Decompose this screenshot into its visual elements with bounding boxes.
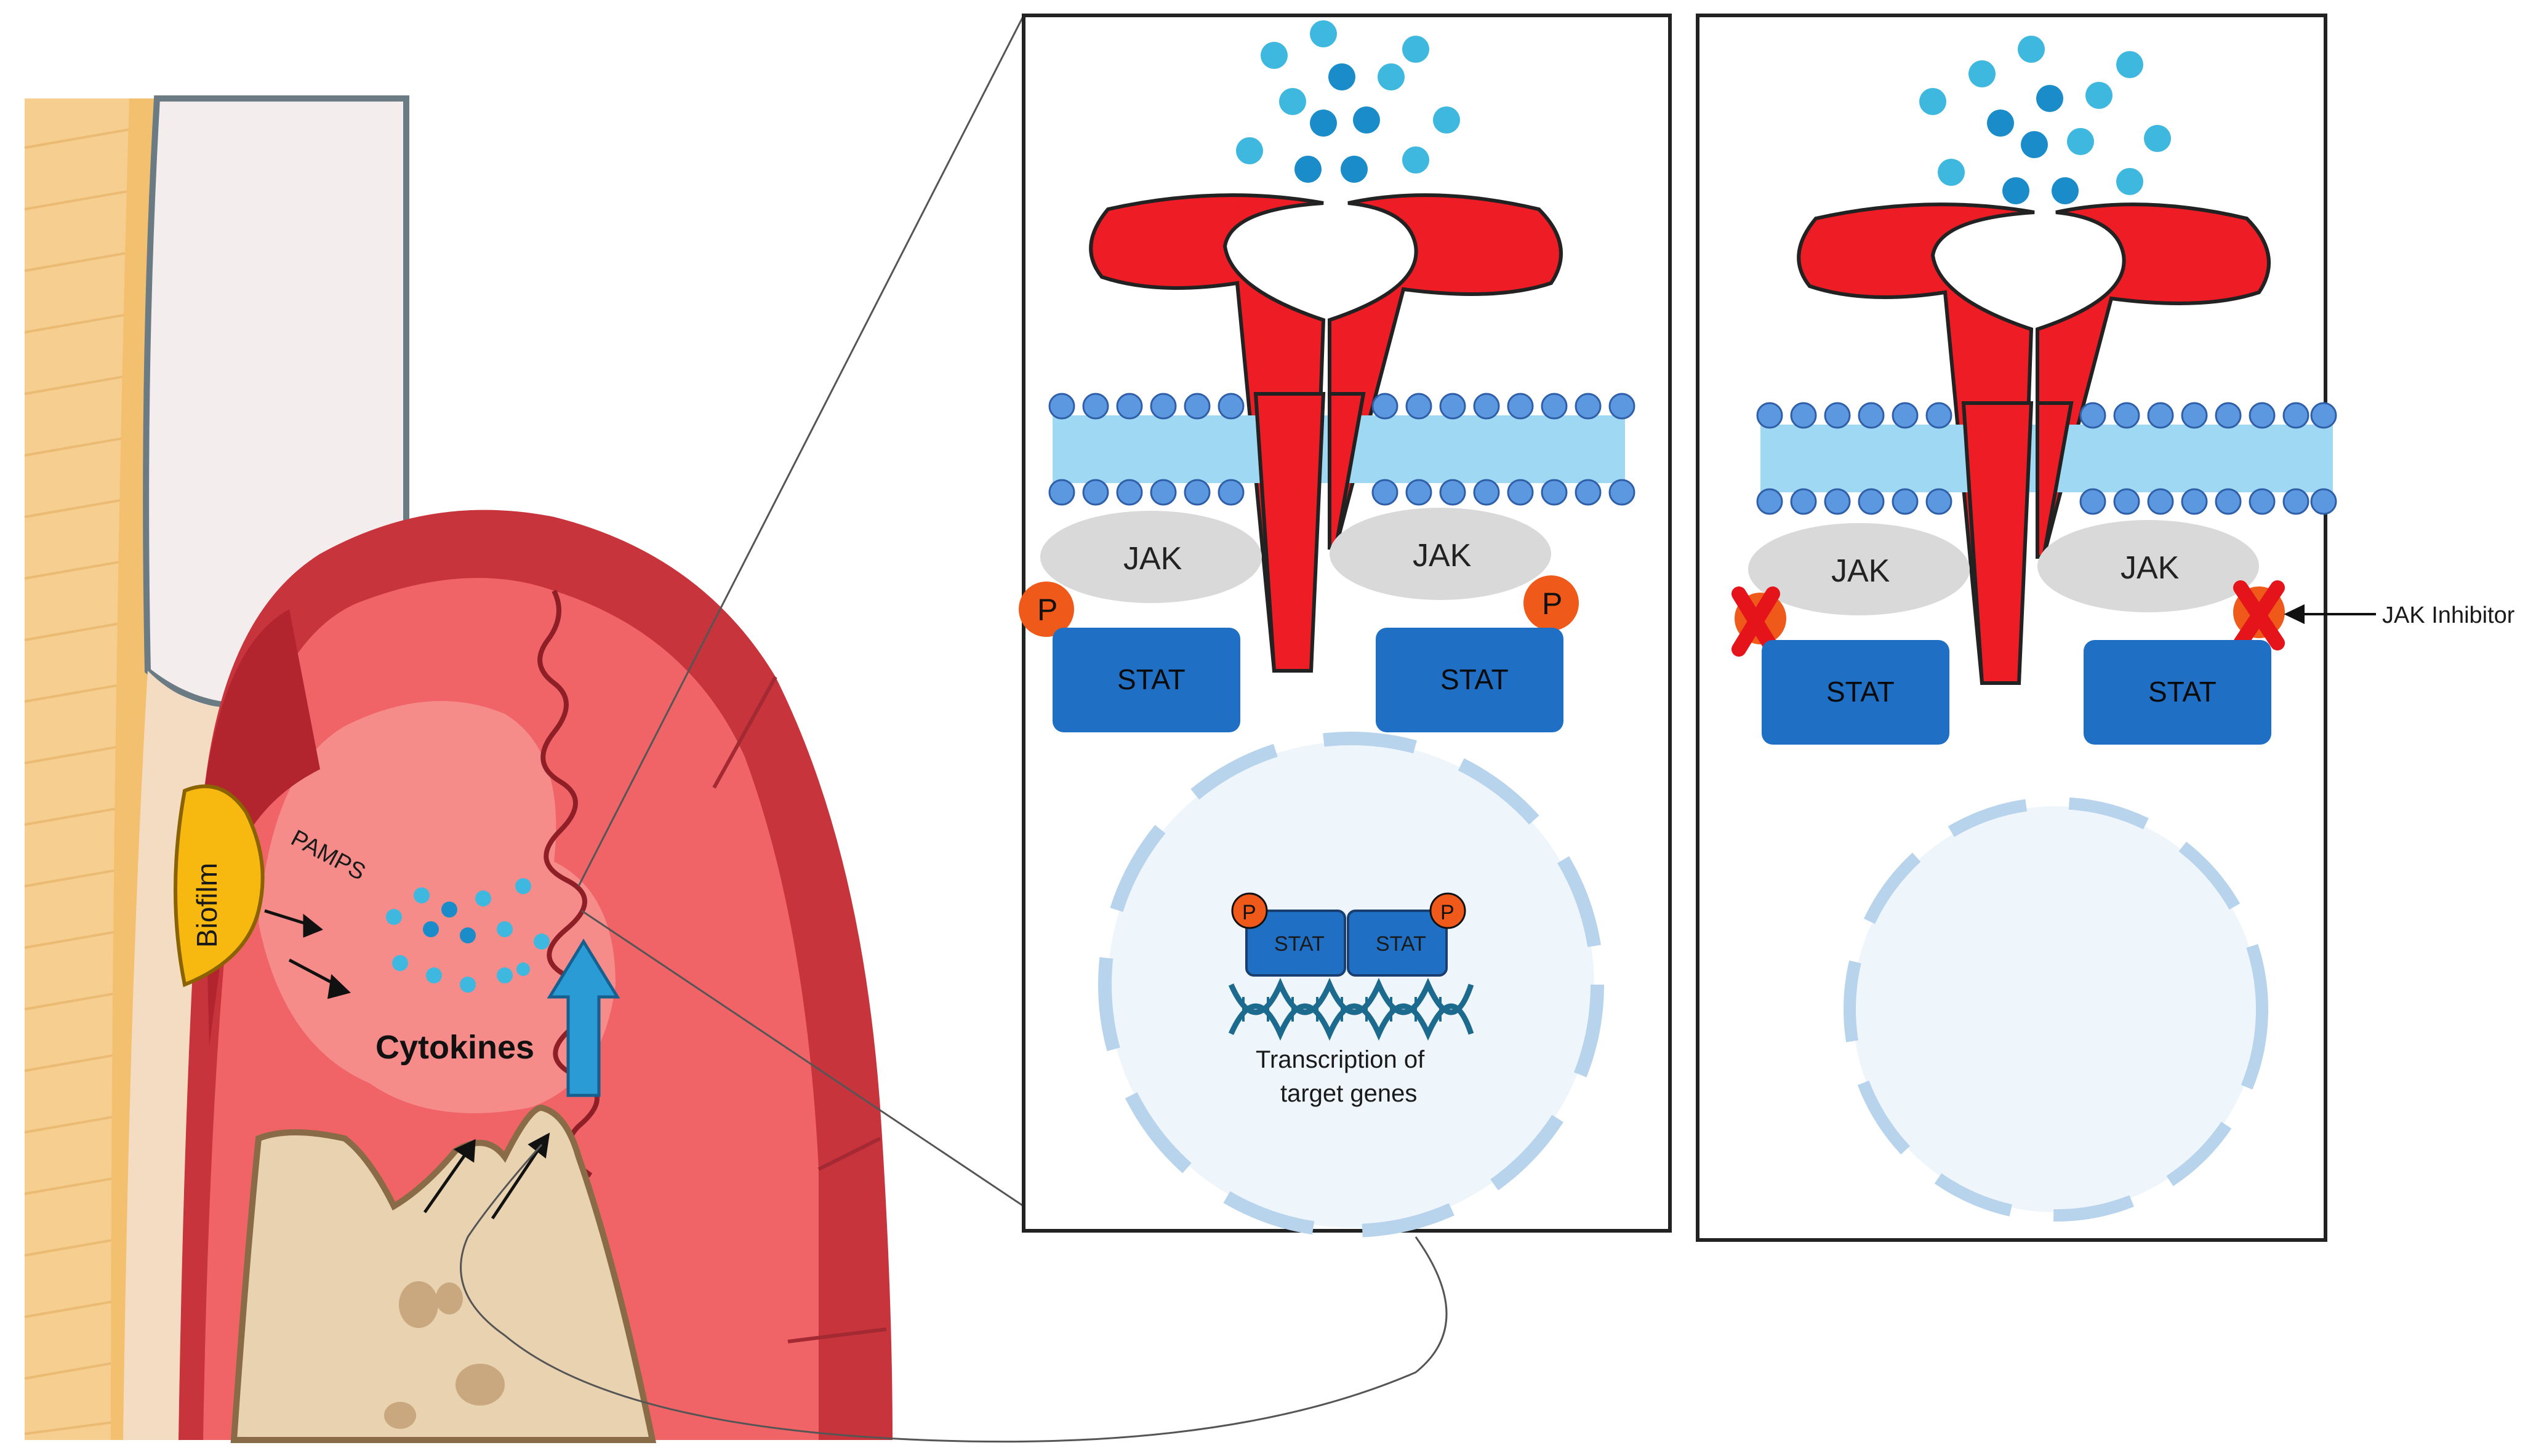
svg-text:STAT: STAT (1826, 676, 1895, 708)
svg-text:JAK: JAK (1413, 538, 1472, 574)
cytokine-cluster-2 (1919, 36, 2171, 204)
stat-right-2 (2084, 640, 2271, 745)
nucleus-2 (1844, 797, 2268, 1222)
jak-right (1330, 508, 1551, 600)
signaling-panel-inhibited: JAK JAK STAT STAT JAK Inhibitor (1696, 14, 2515, 1242)
phosphate-right (1523, 575, 1579, 631)
svg-text:JAK: JAK (2121, 550, 2180, 586)
phosphate-dimer-right (1429, 892, 1466, 929)
upward-arrow-icon (547, 938, 620, 1097)
inhibitor-pointer (2284, 604, 2376, 625)
cytokines-label: Cytokines (375, 1029, 534, 1066)
zoom-connectors (460, 15, 1448, 1443)
svg-text:STAT: STAT (1117, 663, 1186, 695)
stat-left-2 (1762, 640, 1949, 745)
dna-helix-icon (1228, 977, 1474, 1041)
red-x-icon (1731, 586, 1780, 657)
stat-left (1053, 628, 1240, 732)
transcription-label-2: target genes (1280, 1080, 1417, 1107)
periodontal-illustration: Biofilm PAMPS Cytokines (24, 15, 1448, 1443)
stat-dimer-right (1347, 910, 1448, 977)
svg-text:P: P (1440, 901, 1455, 924)
tissue-cytokines (386, 878, 550, 993)
bone-arrows (423, 1132, 550, 1220)
svg-text:JAK: JAK (1123, 541, 1182, 577)
red-x-icon (2233, 580, 2285, 650)
signaling-panel-active: JAK JAK P P STAT STAT STAT STAT P P (1019, 14, 1672, 1238)
svg-text:P: P (1037, 593, 1057, 627)
svg-text:STAT: STAT (1440, 663, 1509, 695)
biofilm (174, 784, 265, 988)
svg-text:STAT: STAT (1376, 932, 1426, 956)
biofilm-label: Biofilm (191, 863, 223, 948)
jak-right-2 (2037, 520, 2259, 612)
svg-text:P: P (1242, 901, 1256, 924)
stat-right (1376, 628, 1563, 732)
alveolar-bone (230, 1104, 657, 1443)
nucleus (1098, 732, 1604, 1238)
jak-left (1040, 511, 1262, 603)
pamps-arrows (264, 909, 351, 999)
svg-text:JAK: JAK (1831, 553, 1890, 589)
stat-dimer-left (1245, 910, 1346, 977)
cytokine-cluster (1236, 20, 1460, 183)
jak-left-2 (1748, 523, 1970, 615)
svg-text:STAT: STAT (1274, 932, 1325, 956)
transcription-label-1: Transcription of (1256, 1046, 1425, 1073)
svg-text:P: P (1542, 586, 1562, 621)
jak-inhibitor-label: JAK Inhibitor (2382, 602, 2515, 628)
svg-text:STAT: STAT (2148, 676, 2217, 708)
phosphate-left (1019, 582, 1074, 637)
phosphate-dimer-left (1231, 892, 1268, 929)
